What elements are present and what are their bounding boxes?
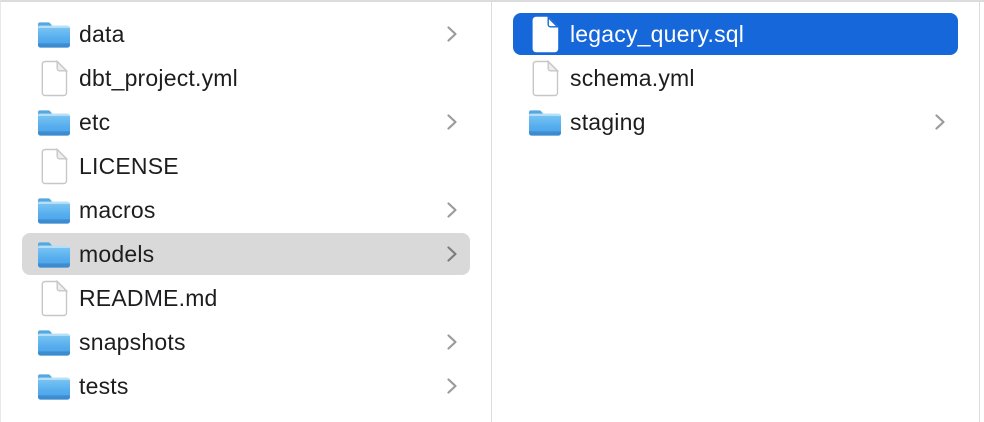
folder-icon xyxy=(36,367,72,405)
folder-icon xyxy=(36,103,72,141)
file-row-data[interactable]: data xyxy=(22,13,470,55)
chevron-right-icon xyxy=(446,376,458,396)
file-row-snapshots[interactable]: snapshots xyxy=(22,321,470,363)
file-row-etc[interactable]: etc xyxy=(22,101,470,143)
file-row-models[interactable]: models xyxy=(22,233,470,275)
document-icon xyxy=(527,59,563,97)
chevron-right-icon xyxy=(446,332,458,352)
folder-icon xyxy=(527,103,563,141)
chevron-right-icon xyxy=(446,200,458,220)
file-name-label: legacy_query.sql xyxy=(570,20,745,47)
file-row-macros[interactable]: macros xyxy=(22,189,470,231)
file-name-label: tests xyxy=(79,372,129,399)
document-icon xyxy=(36,59,72,97)
folder-icon xyxy=(36,323,72,361)
chevron-right-icon xyxy=(934,112,946,132)
folder-icon xyxy=(36,191,72,229)
file-name-label: models xyxy=(79,240,155,267)
folder-icon xyxy=(36,15,72,53)
file-row-dbt-project-yml[interactable]: dbt_project.yml xyxy=(22,57,470,99)
finder-parent-column: data dbt_project.yml etc LICENSE xyxy=(1,2,492,422)
file-name-label: schema.yml xyxy=(570,64,695,91)
file-name-label: staging xyxy=(570,108,646,135)
file-row-license[interactable]: LICENSE xyxy=(22,145,470,187)
file-name-label: data xyxy=(79,20,125,47)
file-name-label: etc xyxy=(79,108,111,135)
document-icon xyxy=(527,15,563,53)
folder-icon xyxy=(36,235,72,273)
finder-child-column: legacy_query.sql schema.yml staging xyxy=(492,2,980,422)
document-icon xyxy=(36,279,72,317)
file-name-label: dbt_project.yml xyxy=(79,64,238,91)
chevron-right-icon xyxy=(446,24,458,44)
file-row-schema-yml[interactable]: schema.yml xyxy=(513,57,958,99)
chevron-right-icon xyxy=(446,244,458,264)
file-row-staging[interactable]: staging xyxy=(513,101,958,143)
document-icon xyxy=(36,147,72,185)
file-name-label: snapshots xyxy=(79,328,186,355)
file-row-legacy-query-sql[interactable]: legacy_query.sql xyxy=(513,13,958,55)
file-row-readme-md[interactable]: README.md xyxy=(22,277,470,319)
file-name-label: LICENSE xyxy=(79,152,179,179)
chevron-right-icon xyxy=(446,112,458,132)
file-row-tests[interactable]: tests xyxy=(22,365,470,407)
file-name-label: README.md xyxy=(79,284,218,311)
file-name-label: macros xyxy=(79,196,156,223)
